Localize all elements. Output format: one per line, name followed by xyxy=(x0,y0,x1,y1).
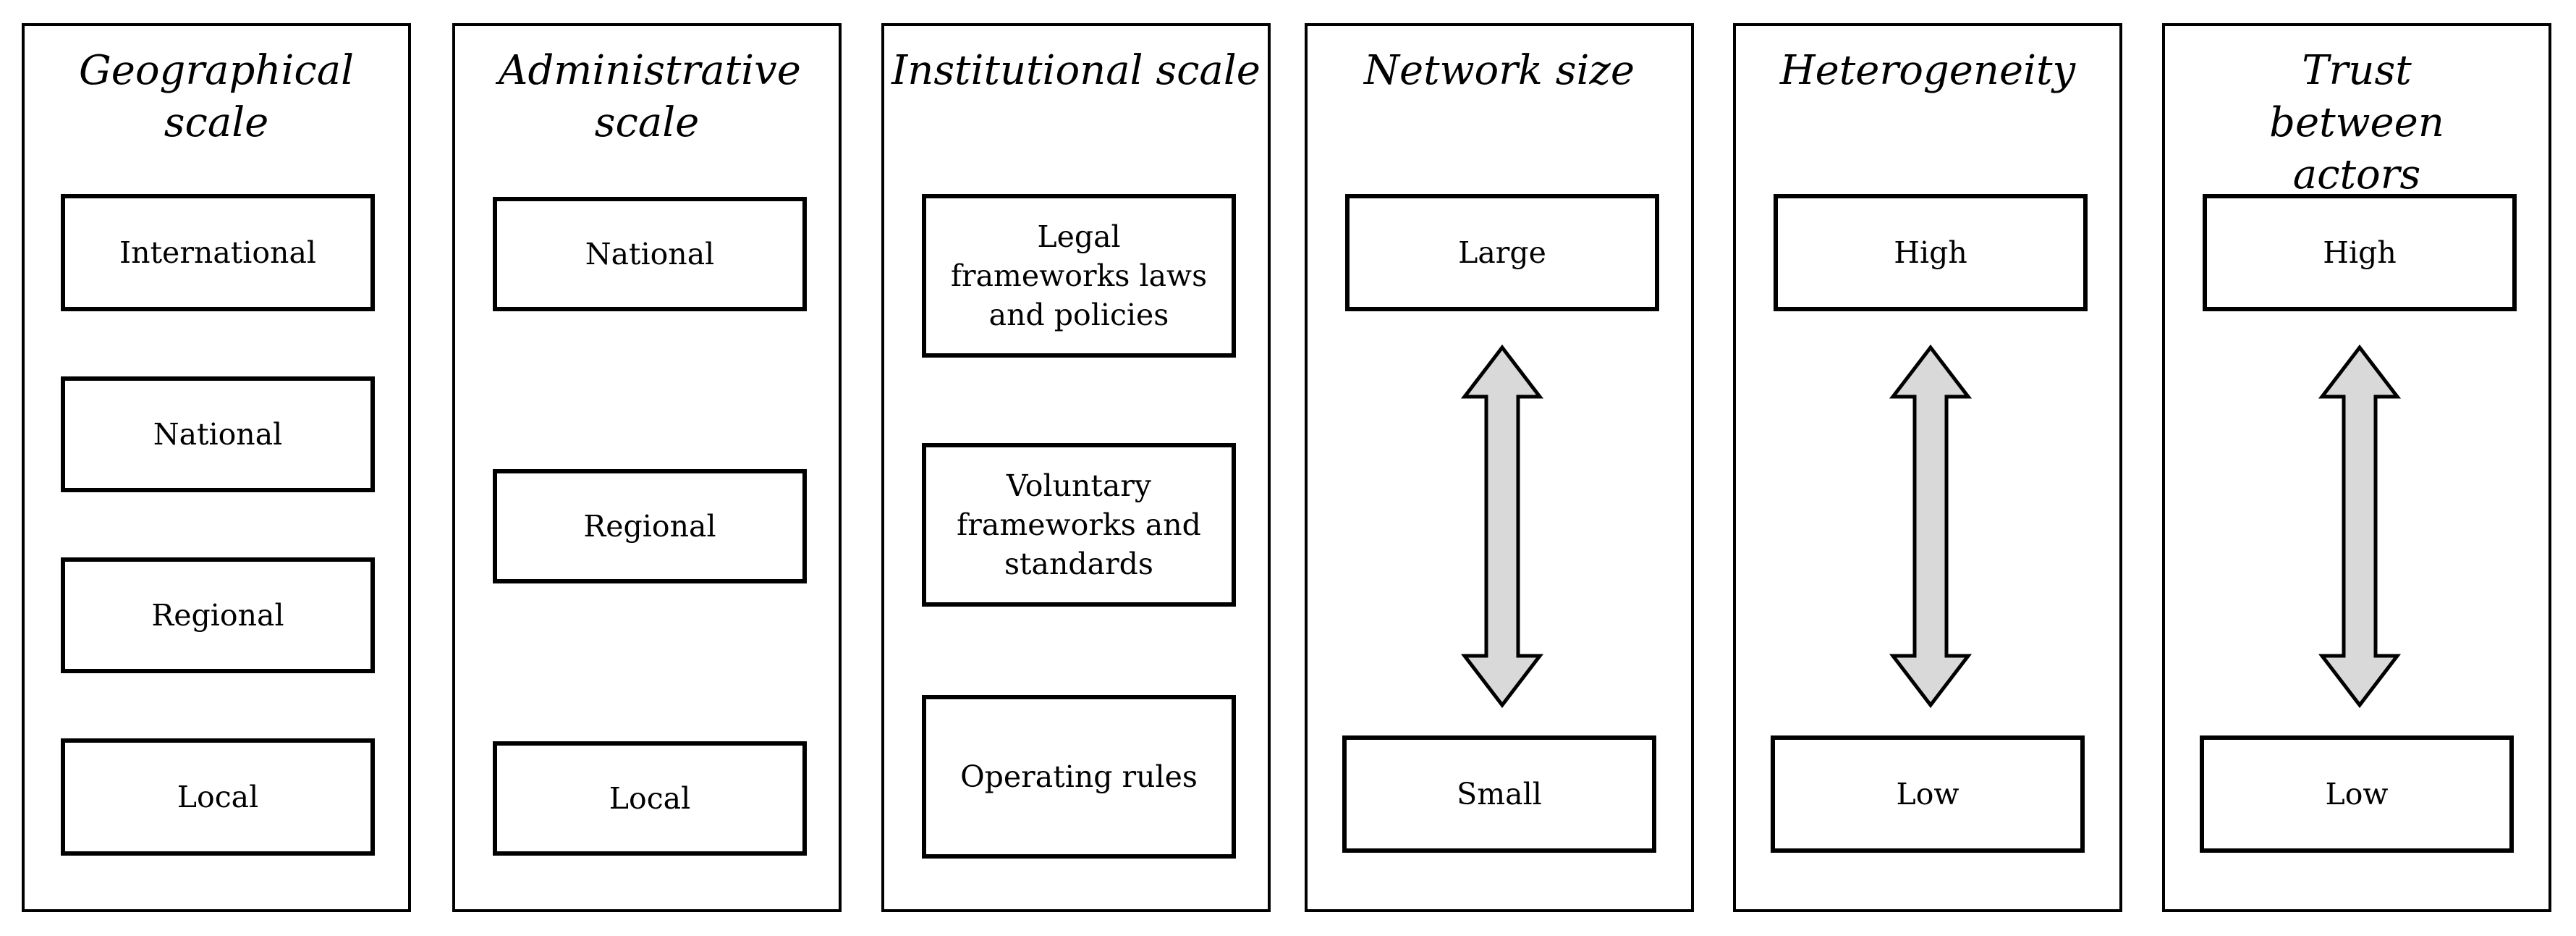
high-box: High xyxy=(1774,194,2088,311)
panel-institutional-scale: Institutional scale Legal frameworks law… xyxy=(881,23,1271,912)
high-box: High xyxy=(2203,194,2517,311)
double-arrow-icon xyxy=(1460,344,1544,709)
level-box-national: National xyxy=(493,197,807,311)
level-box-international: International xyxy=(61,194,375,311)
level-box-local: Local xyxy=(61,738,375,856)
low-box: Small xyxy=(1342,735,1656,853)
panel-heterogeneity: Heterogeneity High Low xyxy=(1733,23,2122,912)
panel-administrative-scale: Administrative scale National Regional L… xyxy=(452,23,842,912)
panel-trust-between-actors: Trust between actors High Low xyxy=(2162,23,2551,912)
level-box-regional: Regional xyxy=(493,469,807,583)
level-box-national: National xyxy=(61,376,375,492)
panel-title: Institutional scale xyxy=(891,47,1261,94)
panel-title: Trust between actors xyxy=(2269,47,2444,198)
level-box-legal-frameworks: Legal frameworks laws and policies xyxy=(922,194,1236,358)
panel-title: Geographical scale xyxy=(78,47,355,146)
level-box-regional: Regional xyxy=(61,557,375,673)
panel-network-size: Network size Large Small xyxy=(1305,23,1694,912)
double-arrow-icon xyxy=(1889,344,1973,709)
panel-title: Heterogeneity xyxy=(1779,47,2076,94)
level-box-voluntary-frameworks: Voluntary frameworks and standards xyxy=(922,443,1236,607)
high-box: Large xyxy=(1345,194,1659,311)
double-arrow-icon xyxy=(2318,344,2402,709)
panel-title: Administrative scale xyxy=(499,47,801,146)
low-box: Low xyxy=(1771,735,2085,853)
level-box-local: Local xyxy=(493,741,807,856)
panel-geographical-scale: Geographical scale International Nationa… xyxy=(22,23,411,912)
level-box-operating-rules: Operating rules xyxy=(922,695,1236,859)
panel-title: Network size xyxy=(1363,47,1635,94)
low-box: Low xyxy=(2200,735,2514,853)
